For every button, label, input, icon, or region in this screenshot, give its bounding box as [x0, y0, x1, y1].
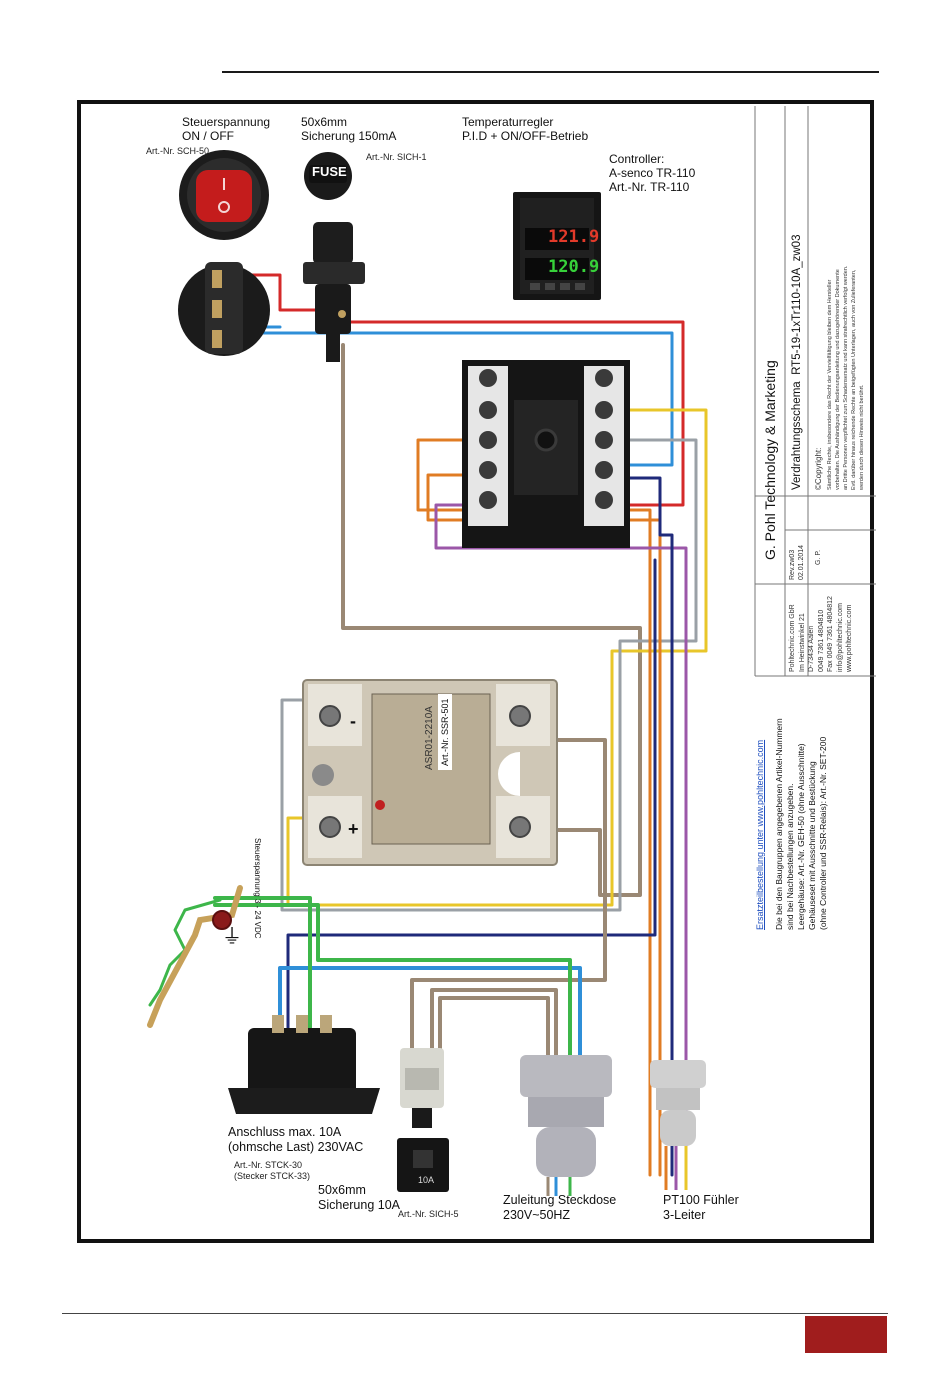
- wire-brown-cable-2: [438, 996, 550, 1062]
- wire-purple: [434, 503, 688, 1177]
- controller-front: [513, 192, 601, 300]
- spare-parts-link[interactable]: Ersatzteilbestellung unter www.pohltechn…: [755, 739, 765, 930]
- fuse-10a-cap-label: 10A: [418, 1175, 435, 1185]
- cable-gland-sensor: [650, 1060, 706, 1146]
- wire-green-2: [213, 896, 312, 1032]
- fuse-cap: [304, 152, 352, 200]
- wire-yellow: [286, 408, 708, 907]
- pt100-title: PT100 Fühler 3-Leiter: [663, 1193, 739, 1222]
- wire-tails: [546, 1146, 688, 1196]
- ground-symbol: ⏚: [222, 926, 242, 948]
- switch-article-number: Art.-Nr. SCH-50: [146, 146, 210, 156]
- wire-brown-fuse: [341, 343, 642, 897]
- wire-green: [213, 903, 572, 1062]
- titleblock-address: Pohltechnic.com GbR Im Heinstwinkel 21 D…: [789, 596, 853, 672]
- titleblock-author: G. P.: [815, 549, 822, 565]
- supply-cable-title: Zuleitung Steckdose 230V~50HZ: [503, 1193, 617, 1222]
- page-marker: [805, 1316, 887, 1353]
- wire-brown-ssr: [410, 738, 607, 1052]
- ground-bracket: [147, 885, 243, 1028]
- titleblock-revision: Rev.zw03 02.01.2014: [789, 544, 805, 580]
- ssr-model: ASR01-2210A: [424, 706, 435, 770]
- titleblock-copyright: ©Copyright:: [814, 447, 823, 490]
- controller-title: Controller: A-senco TR-110 Art.-Nr. TR-1…: [609, 152, 696, 194]
- switch-title: Steuerspannung ON / OFF: [182, 115, 271, 143]
- titleblock-document: Verdrahtungsschema RT5-19-1xTr110-10A_zw…: [791, 234, 803, 490]
- rocker-switch: [179, 150, 269, 240]
- footer-rule: [62, 1313, 888, 1314]
- switch-back: [178, 262, 270, 356]
- fuse-holder: [303, 222, 365, 362]
- wires: [148, 273, 708, 1177]
- wire-blue: [213, 331, 674, 467]
- power-socket: [228, 1015, 380, 1114]
- ssr-control-voltage-label: Steuerspannung 3 - 24 VDC: [253, 838, 262, 939]
- wire-orange-1: [416, 438, 652, 1177]
- wire-blue-socket: [278, 966, 582, 1062]
- wire-navy-2: [286, 558, 657, 1032]
- wire-gray: [280, 438, 698, 912]
- wire-brown-cable: [430, 988, 558, 1062]
- wire-navy: [610, 476, 674, 1177]
- fuse-10a-article-number: Art.-Nr. SICH-5: [398, 1209, 459, 1219]
- socket-article-number: Art.-Nr. STCK-30 (Stecker STCK-33): [234, 1160, 311, 1181]
- header-rule: [222, 71, 879, 73]
- fuse-10a-title: 50x6mm Sicherung 10A: [318, 1183, 401, 1212]
- wire-red-2: [343, 320, 685, 507]
- wire-orange-2: [426, 473, 662, 1177]
- titleblock-company: G. Pohl Technology & Marketing: [762, 360, 778, 560]
- ssr-relay: [302, 679, 558, 866]
- fuse-holder-10a: [397, 1048, 449, 1192]
- spare-parts-text: Die bei den Baugruppen angegebenen Artik…: [774, 718, 828, 930]
- fuse-cap-label: FUSE: [312, 164, 347, 179]
- display-bottom: 120.9: [548, 257, 600, 277]
- display-top: 121.9: [548, 227, 600, 247]
- titleblock-lines: [754, 106, 876, 677]
- cable-gland-power: [520, 1055, 612, 1177]
- ssr-article-tag: Art.-Nr. SSR-501: [438, 694, 452, 770]
- temperature-controller-title: Temperaturregler P.I.D + ON/OFF-Betrieb: [462, 115, 589, 143]
- ssr-minus-label: -: [350, 711, 356, 731]
- fuse-article-number: Art.-Nr. SICH-1: [366, 152, 427, 162]
- titleblock-copyright-text: Sämtliche Rechte, insbesondere das Recht…: [827, 265, 865, 490]
- ssr-plus-label: +: [348, 819, 359, 839]
- controller-back: [462, 360, 630, 548]
- fuse-title: 50x6mm Sicherung 150mA: [301, 115, 397, 143]
- socket-title: Anschluss max. 10A (ohmsche Last) 230VAC: [228, 1125, 364, 1154]
